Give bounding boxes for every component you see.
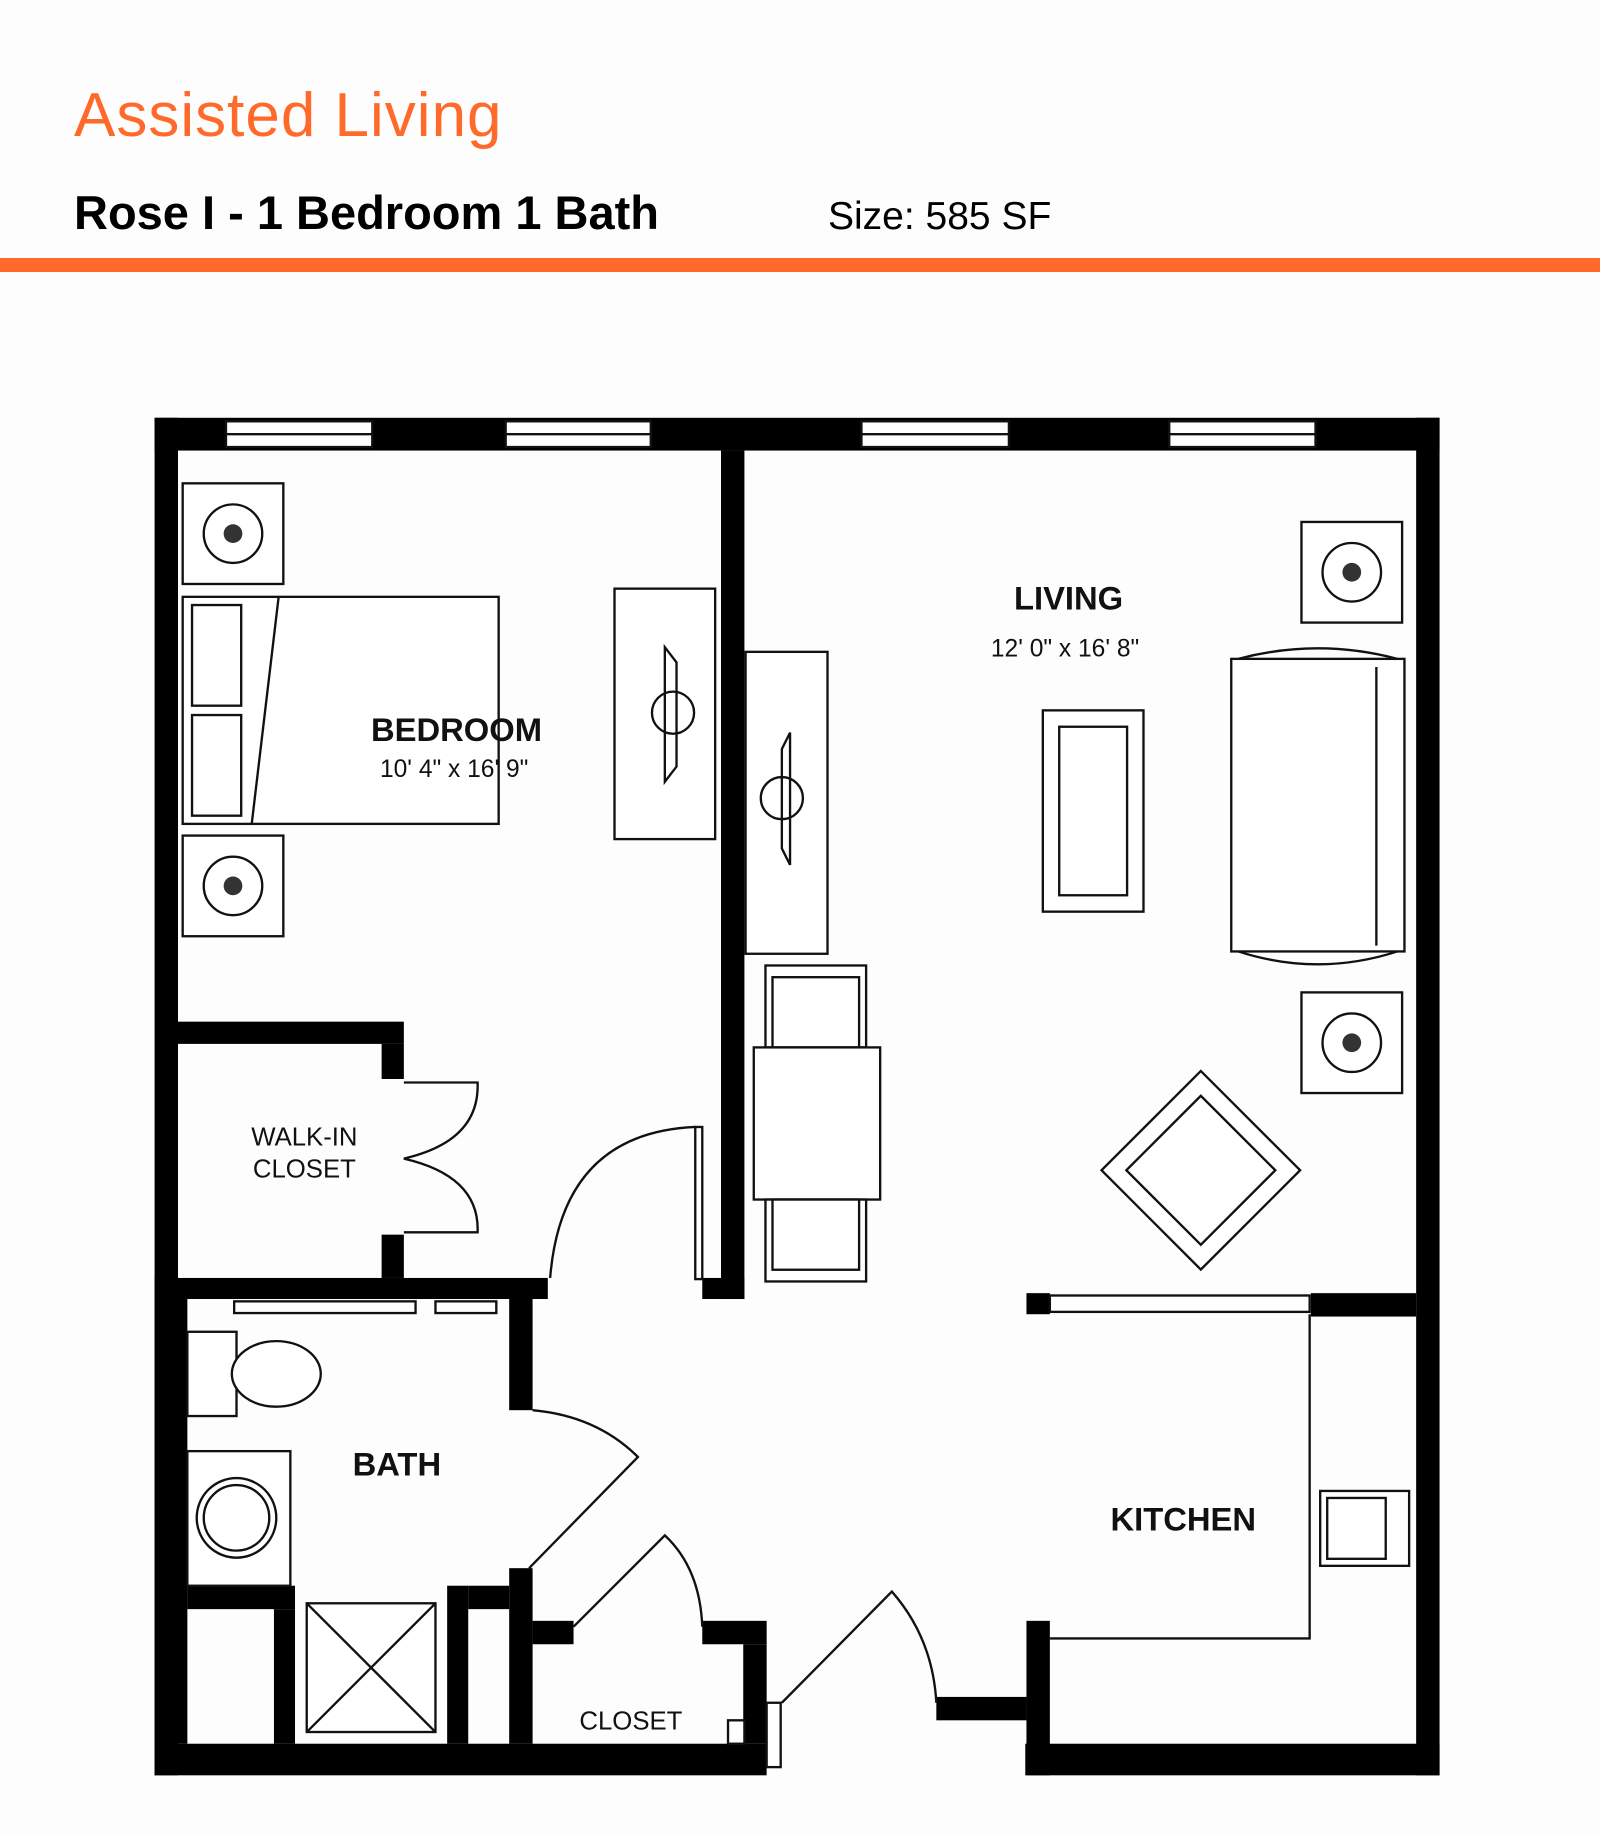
- closet-label: CLOSET: [579, 1708, 682, 1736]
- kitchen-fixtures: [1048, 1294, 1411, 1640]
- walk-in-closet-label-line1: WALK-IN: [251, 1124, 357, 1152]
- unit-name: Rose I - 1 Bedroom 1 Bath: [74, 186, 659, 239]
- walk-in-closet-label-line2: CLOSET: [253, 1155, 356, 1183]
- bedroom-label: BEDROOM: [371, 711, 542, 748]
- bath-fixtures: [186, 1300, 498, 1734]
- doors: [403, 1081, 938, 1769]
- living-dimensions: 12' 0" x 16' 8": [991, 636, 1139, 663]
- unit-size: Size: 585 SF: [828, 195, 1052, 238]
- bedroom-furniture: [181, 482, 717, 938]
- windows: [224, 420, 1317, 449]
- divider: [0, 258, 1600, 272]
- bedroom-dimensions: 10' 4" x 16' 9": [380, 756, 528, 783]
- living-label: LIVING: [1014, 580, 1123, 617]
- living-furniture: [744, 520, 1406, 1283]
- kitchen-label: KITCHEN: [1110, 1501, 1256, 1538]
- bath-label: BATH: [353, 1446, 442, 1483]
- room-labels: BEDROOM 10' 4" x 16' 9" LIVING 12' 0" x …: [251, 580, 1256, 1736]
- page-title: Assisted Living: [74, 81, 503, 150]
